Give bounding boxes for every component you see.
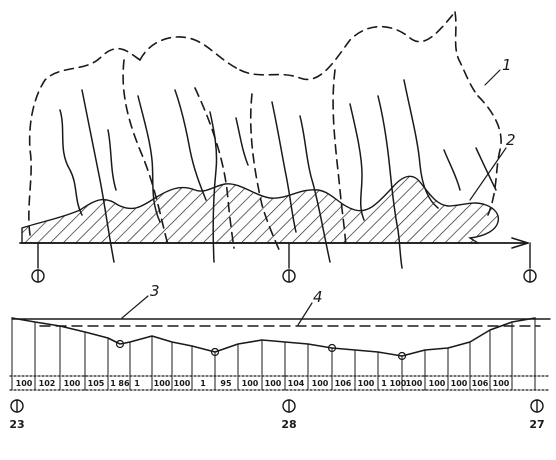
profile-cell: 100 bbox=[312, 379, 329, 388]
station-marker-27-plan bbox=[523, 242, 537, 283]
callout-4-label: 4 bbox=[313, 288, 323, 306]
profile-cell: 100 bbox=[429, 379, 446, 388]
profile-cell: 100 bbox=[451, 379, 468, 388]
ground-profile-line bbox=[11, 317, 536, 357]
profile-cell: 100 bbox=[493, 379, 510, 388]
profile-cell: 106 bbox=[335, 379, 352, 388]
callout-3-leader bbox=[121, 295, 149, 319]
profile-cell: 86 bbox=[118, 379, 130, 388]
profile-cell: 100 bbox=[16, 379, 33, 388]
profile-cell: 1 bbox=[200, 379, 206, 388]
profile-cell: 100 bbox=[406, 379, 423, 388]
valley-floor-hatched bbox=[21, 175, 500, 244]
profile-node-circles bbox=[115, 339, 407, 361]
profile-cell: 105 bbox=[88, 379, 105, 388]
profile-cell: 1 bbox=[110, 379, 116, 388]
callout-4-leader bbox=[297, 302, 313, 326]
station-number-28: 28 bbox=[281, 418, 296, 431]
profile-cell: 100 bbox=[265, 379, 282, 388]
station-marker-23 bbox=[10, 399, 24, 413]
profile-ordinates bbox=[11, 317, 536, 391]
callout-1-leader bbox=[484, 69, 501, 86]
callout-3-label: 3 bbox=[150, 282, 160, 300]
station-number-23: 23 bbox=[9, 418, 24, 431]
profile-cell: 100 bbox=[390, 379, 407, 388]
station-marker-23-plan bbox=[31, 242, 45, 283]
profile-cell: 1 bbox=[134, 379, 140, 388]
profile-cell: 100 bbox=[154, 379, 171, 388]
profile-cell: 100 bbox=[174, 379, 191, 388]
river-arrow-icon bbox=[511, 237, 529, 249]
profile-cell: 100 bbox=[64, 379, 81, 388]
callout-1-label: 1 bbox=[502, 56, 512, 74]
profile-cell: 104 bbox=[288, 379, 305, 388]
station-number-27: 27 bbox=[529, 418, 544, 431]
callout-2-label: 2 bbox=[506, 131, 516, 149]
profile-cell: 95 bbox=[220, 379, 232, 388]
profile-cell: 1 bbox=[381, 379, 387, 388]
tributary-streams bbox=[59, 79, 497, 269]
profile-cell: 102 bbox=[39, 379, 56, 388]
station-marker-28-plan bbox=[282, 242, 296, 283]
station-marker-27 bbox=[530, 399, 544, 413]
callout-2-leader bbox=[469, 147, 507, 201]
profile-cell-values: 100 102 100 105 1 86 1 100 100 1 95 100 … bbox=[16, 379, 510, 388]
profile-cell: 100 bbox=[358, 379, 375, 388]
profile-cell: 100 bbox=[242, 379, 259, 388]
profile-cell: 106 bbox=[472, 379, 489, 388]
station-marker-28 bbox=[282, 399, 296, 413]
longitudinal-profile: 3 4 bbox=[9, 282, 551, 431]
plan-view: 1 2 bbox=[19, 11, 537, 283]
